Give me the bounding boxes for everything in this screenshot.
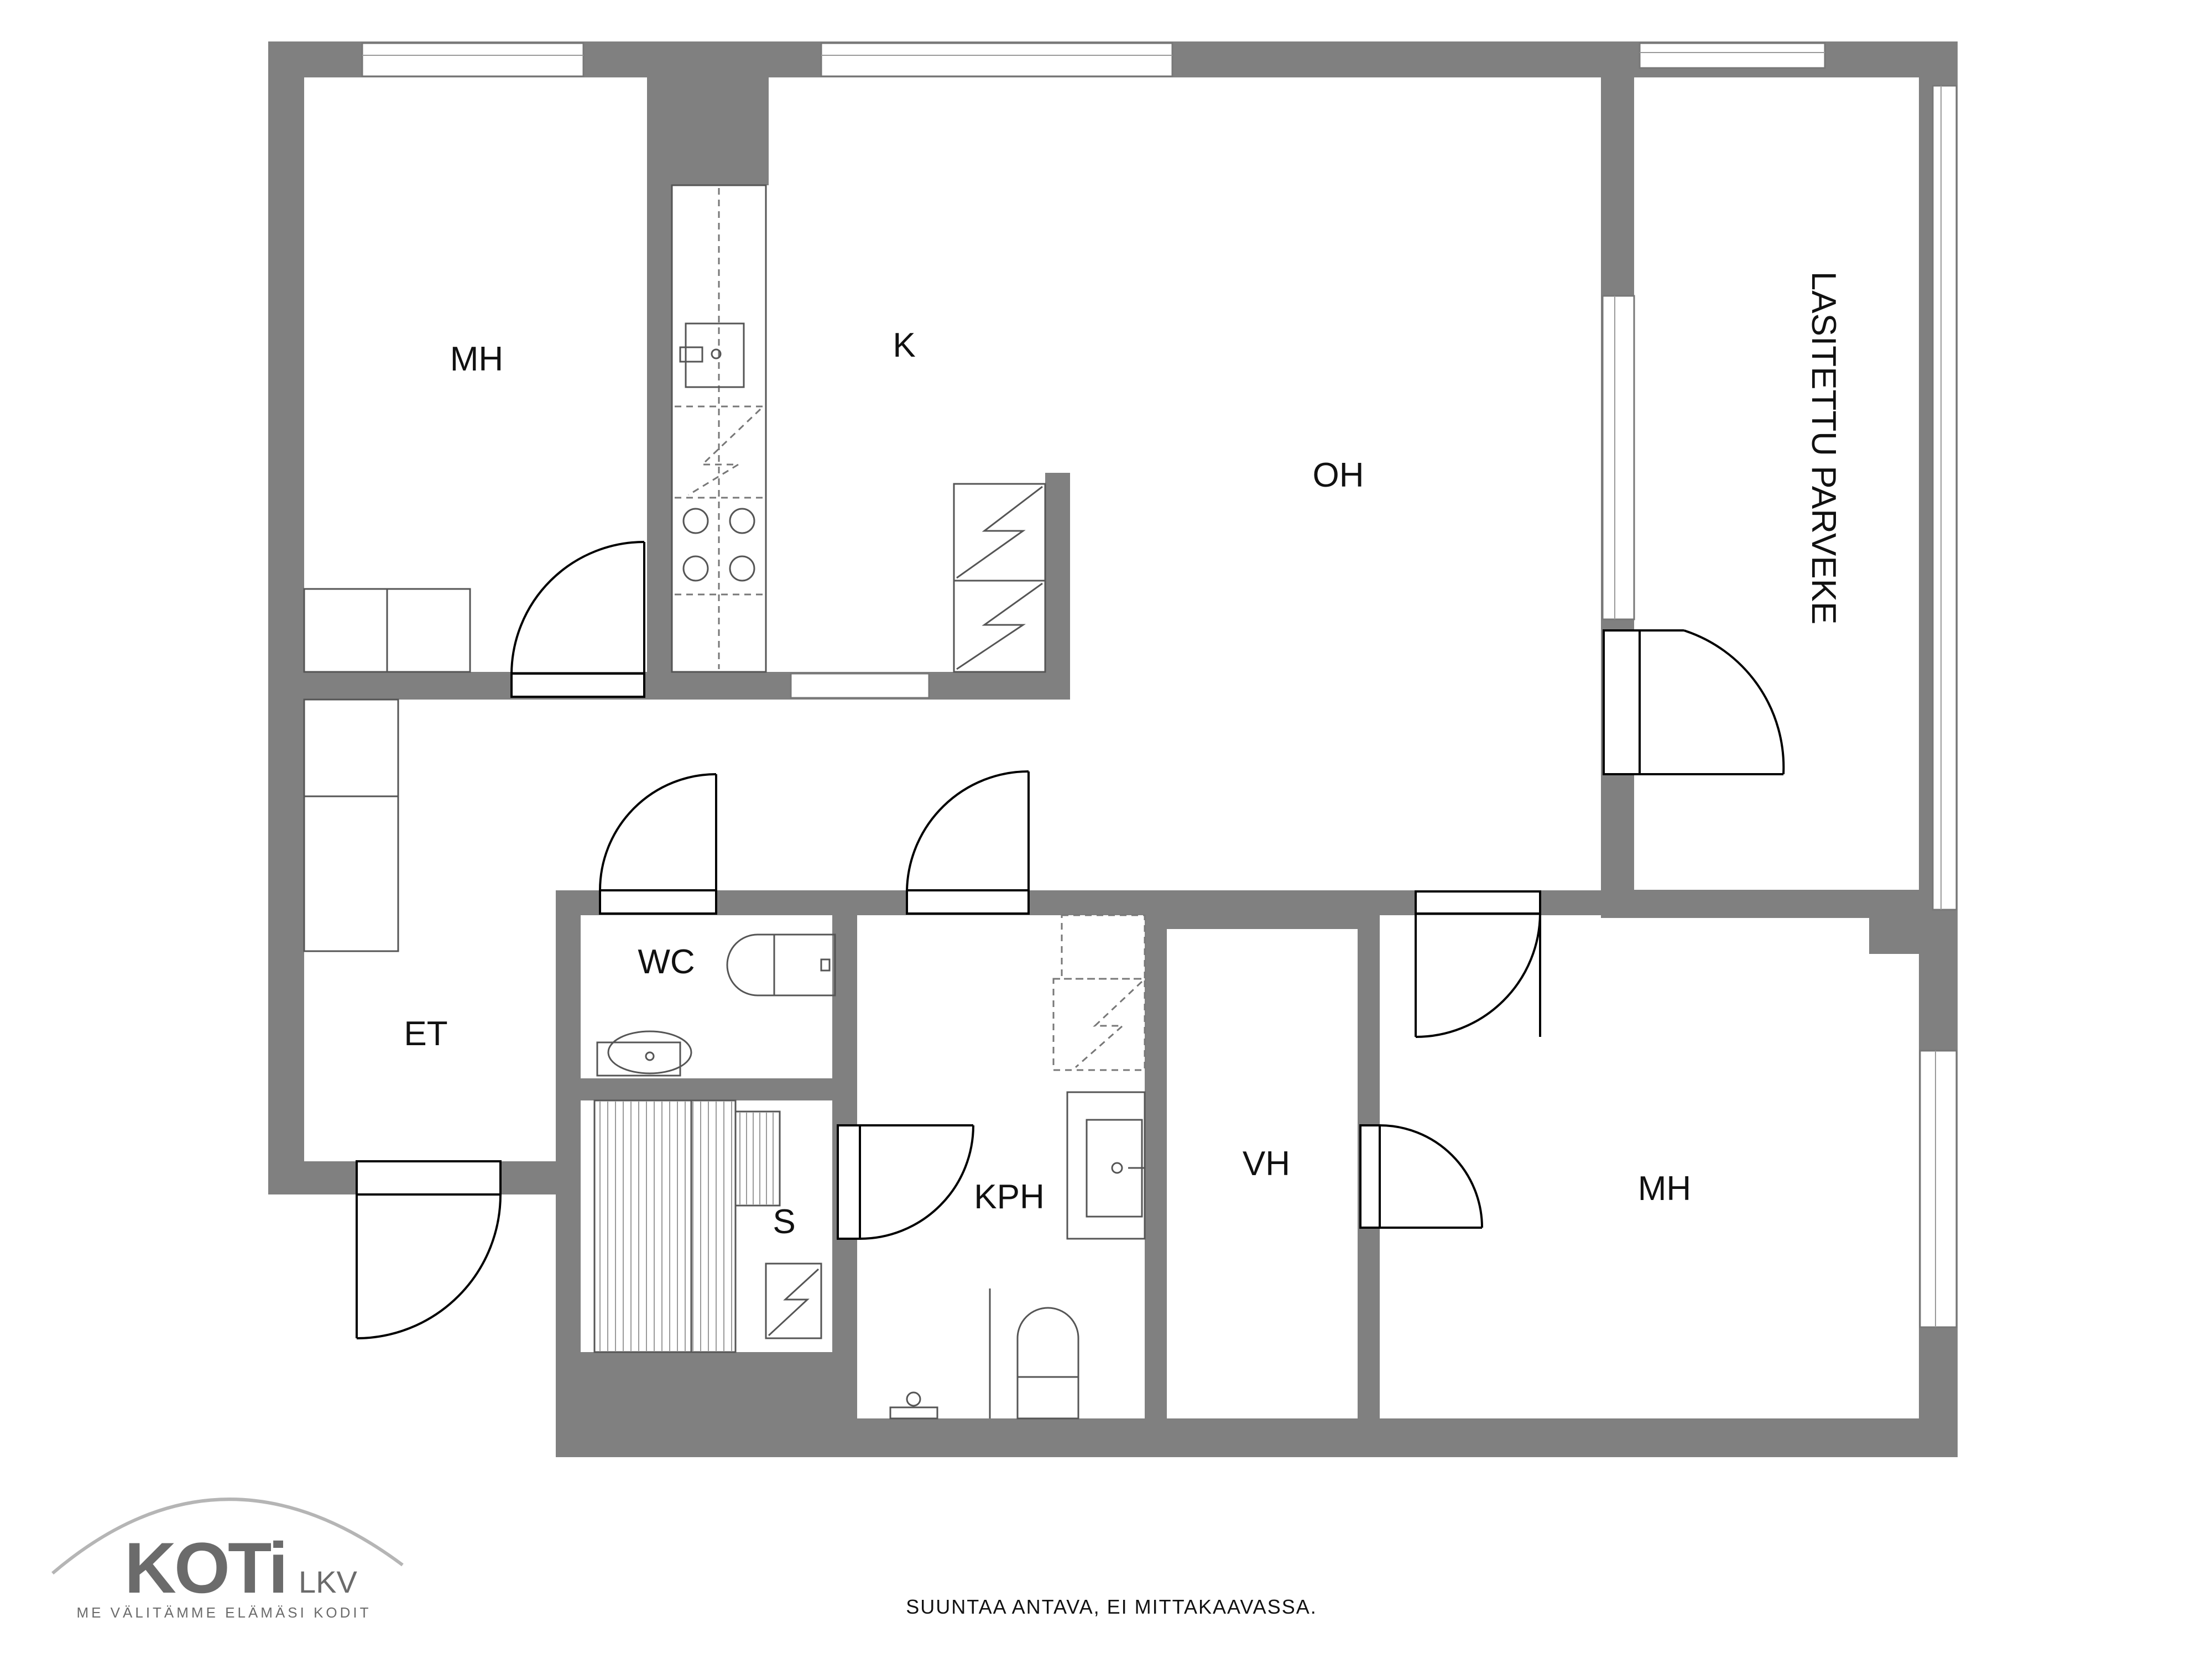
- walls: [268, 41, 1958, 1457]
- room-label-et: ET: [404, 1015, 447, 1053]
- room-label-oh: OH: [1313, 456, 1364, 494]
- room-label-kph: KPH: [974, 1178, 1044, 1216]
- doors: [356, 541, 1785, 1339]
- fixtures: [303, 184, 1919, 1420]
- room-label-k: K: [893, 326, 915, 364]
- windows: [361, 42, 1958, 1328]
- scale-note: SUUNTAA ANTAVA, EI MITTAKAAVASSA.: [906, 1595, 1317, 1618]
- logo-suffix-text: LKV: [299, 1564, 357, 1599]
- room-label-s: S: [773, 1203, 795, 1241]
- sauna-bench: [593, 1099, 737, 1353]
- logo-main-text: KOTi: [124, 1527, 286, 1608]
- logo-slogan-text: ME VÄLITÄMME ELÄMÄSI KODIT: [76, 1604, 371, 1621]
- room-label-mh-top: MH: [450, 340, 503, 378]
- room-label-vh: VH: [1243, 1145, 1290, 1183]
- room-labels: MH K OH LASITETTU PARVEKE WC ET S KPH VH…: [404, 272, 1843, 1241]
- koti-lkv-logo: KOTi LKV ME VÄLITÄMME ELÄMÄSI KODIT: [51, 1498, 404, 1621]
- room-label-mh-bottom: MH: [1638, 1170, 1691, 1208]
- room-label-parveke: LASITETTU PARVEKE: [1804, 272, 1843, 625]
- room-label-wc: WC: [638, 943, 695, 981]
